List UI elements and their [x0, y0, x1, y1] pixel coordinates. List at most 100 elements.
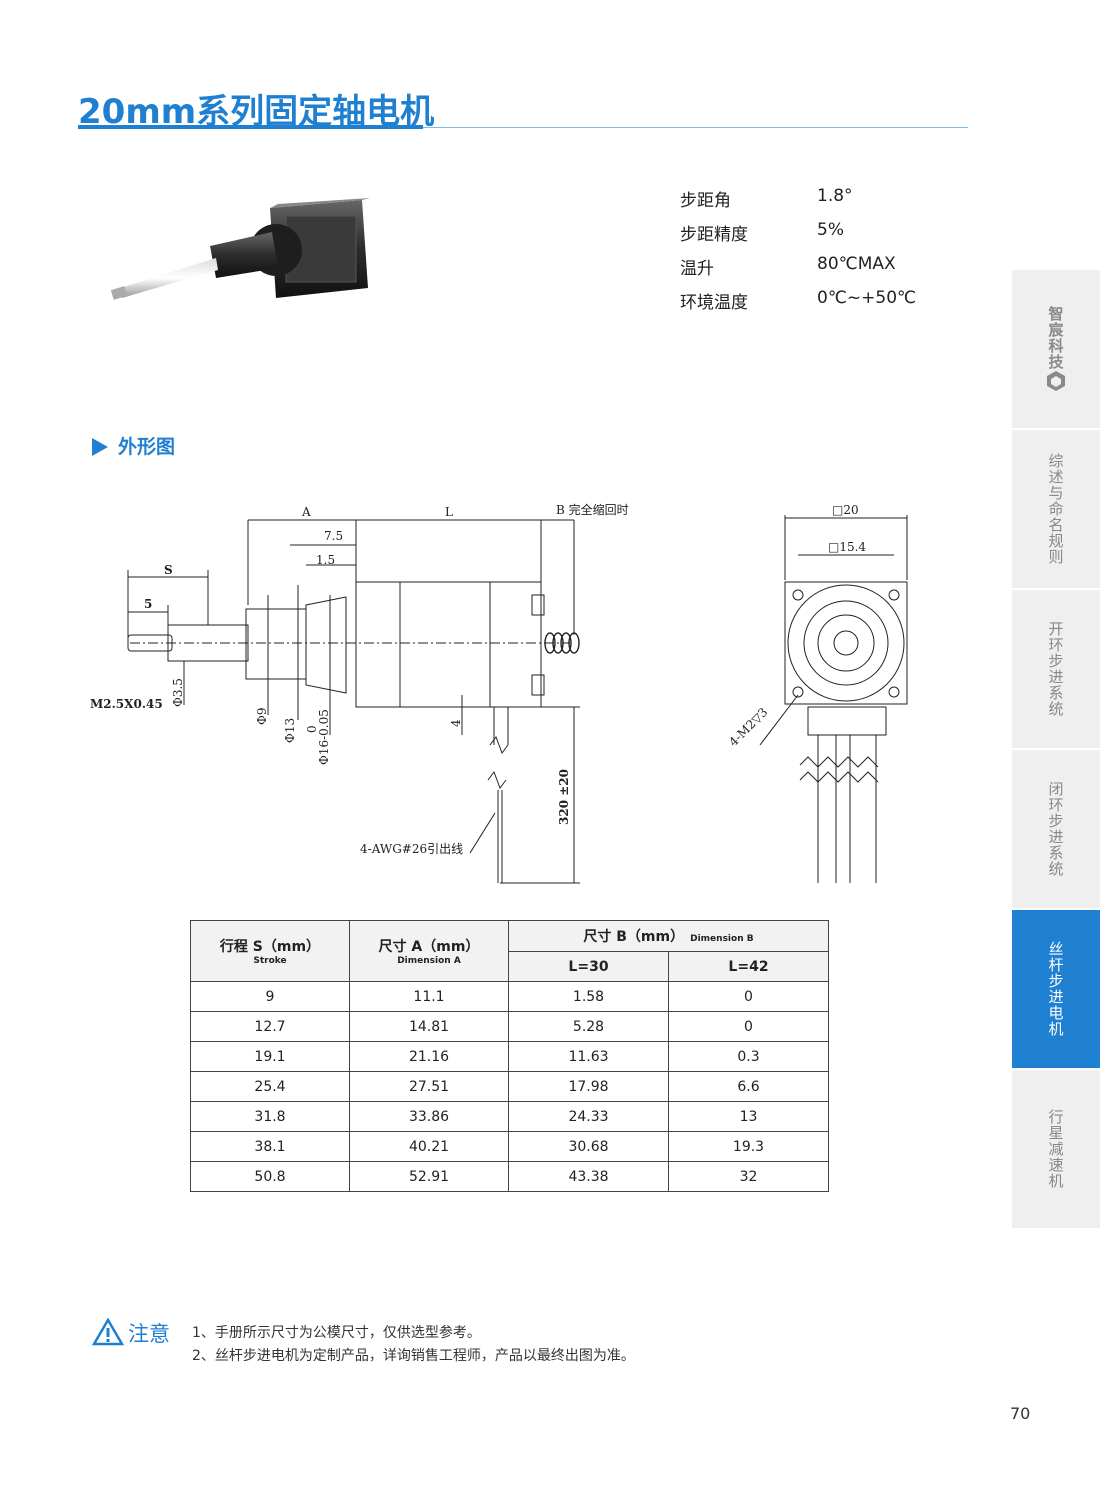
- play-triangle-icon: [92, 438, 108, 456]
- sidebar-nav: 智宸科技 综述与命名规则 开环步进系统 闭环步进系统 丝杆步进电机 行星减速机: [1012, 270, 1100, 1230]
- dim-4: 4: [449, 719, 463, 727]
- sidebar-item-label: 行星减速机: [1046, 1109, 1065, 1189]
- dim-1-5: 1.5: [316, 553, 335, 567]
- table-cell: 38.1: [190, 1131, 350, 1162]
- spec-value: 80℃MAX: [817, 254, 896, 274]
- table-cell: 33.86: [349, 1101, 509, 1132]
- outline-drawing: A L B 完全缩回时 7.5 1.5 S 5 M2.5X0.45 Φ3.5 Φ…: [90, 502, 908, 884]
- table-cell: 50.8: [190, 1161, 350, 1192]
- warning-icon: [92, 1318, 124, 1346]
- motor-photo: [110, 198, 370, 300]
- dim-sq20: □20: [832, 503, 859, 517]
- wire-label: 4-AWG#26引出线: [360, 842, 463, 856]
- dim-B: B 完全缩回时: [556, 502, 629, 517]
- table-cell: 27.51: [349, 1071, 509, 1102]
- spec-value: 0℃~+50℃: [817, 288, 917, 308]
- dimension-table: 行程 S（mm）Stroke 尺寸 A（mm）Dimension A 尺寸 B（…: [190, 920, 829, 1192]
- sidebar-item-label: 开环步进系统: [1046, 621, 1065, 717]
- table-cell: 11.1: [349, 981, 509, 1012]
- table-cell: 12.7: [190, 1011, 350, 1042]
- sidebar-item-label: 丝杆步进电机: [1046, 941, 1065, 1037]
- notes-label: 注意: [128, 1322, 170, 1346]
- col-dimA-sub: Dimension A: [397, 956, 461, 966]
- col-stroke-sub: Stroke: [253, 956, 287, 966]
- spec-label: 步距精度: [680, 225, 748, 245]
- table-cell: 0: [668, 1011, 829, 1042]
- table-cell: 24.33: [508, 1101, 669, 1132]
- table-cell: 0: [668, 981, 829, 1012]
- spec-value: 1.8°: [817, 186, 853, 206]
- table-cell: 32: [668, 1161, 829, 1192]
- dim-lead-length: 320 ±20: [557, 769, 571, 825]
- table-cell: 52.91: [349, 1161, 509, 1192]
- dim-phi-9: Φ9: [255, 708, 269, 725]
- title-rule: [78, 127, 968, 128]
- sidebar-item-closed-loop[interactable]: 闭环步进系统: [1012, 750, 1100, 908]
- table-cell: 5.28: [508, 1011, 669, 1042]
- spec-label: 步距角: [680, 191, 731, 211]
- dim-5: 5: [144, 597, 152, 611]
- table-cell: 11.63: [508, 1041, 669, 1072]
- table-cell: 43.38: [508, 1161, 669, 1192]
- spec-value: 5%: [817, 220, 844, 240]
- dim-7-5: 7.5: [324, 529, 343, 543]
- dim-sq15-4: □15.4: [828, 540, 866, 554]
- col-dimB-label: 尺寸 B（mm）: [583, 929, 685, 945]
- col-dimB-sub: Dimension B: [690, 934, 754, 944]
- dim-S: S: [164, 563, 173, 577]
- brand-name: 智宸科技: [1046, 306, 1065, 370]
- col-l30-header: L=30: [508, 951, 669, 982]
- dim-phi-16: Φ16-0.05: [317, 709, 331, 765]
- table-cell: 17.98: [508, 1071, 669, 1102]
- dim-A: A: [301, 505, 311, 519]
- table-cell: 31.8: [190, 1101, 350, 1132]
- col-dimA-label: 尺寸 A（mm）: [378, 939, 480, 955]
- table-cell: 0.3: [668, 1041, 829, 1072]
- table-cell: 1.58: [508, 981, 669, 1012]
- col-dimA-header: 尺寸 A（mm）Dimension A: [349, 920, 509, 982]
- table-cell: 40.21: [349, 1131, 509, 1162]
- table-cell: 19.3: [668, 1131, 829, 1162]
- sidebar-logo-tab[interactable]: 智宸科技: [1012, 270, 1100, 428]
- table-cell: 25.4: [190, 1071, 350, 1102]
- dim-L: L: [445, 505, 453, 519]
- sidebar-item-label: 综述与命名规则: [1046, 453, 1065, 565]
- spec-label: 环境温度: [680, 293, 748, 313]
- col-stroke-header: 行程 S（mm）Stroke: [190, 920, 350, 982]
- holes-label: 4-M2▽3: [726, 705, 770, 749]
- dim-tol-0: 0: [305, 725, 319, 733]
- section-title: 外形图: [118, 436, 176, 458]
- sidebar-item-open-loop[interactable]: 开环步进系统: [1012, 590, 1100, 748]
- table-cell: 6.6: [668, 1071, 829, 1102]
- table-cell: 14.81: [349, 1011, 509, 1042]
- col-l42-header: L=42: [668, 951, 829, 982]
- col-dimB-header: 尺寸 B（mm） Dimension B: [508, 920, 829, 952]
- col-stroke-label: 行程 S（mm）: [219, 939, 321, 955]
- table-cell: 30.68: [508, 1131, 669, 1162]
- table-cell: 19.1: [190, 1041, 350, 1072]
- table-cell: 13: [668, 1101, 829, 1132]
- thread-label: M2.5X0.45: [90, 697, 163, 711]
- sidebar-item-planetary[interactable]: 行星减速机: [1012, 1070, 1100, 1228]
- sidebar-item-label: 闭环步进系统: [1046, 781, 1065, 877]
- note-line: 2、丝杆步进电机为定制产品，详询销售工程师，产品以最终出图为准。: [192, 1348, 635, 1364]
- notes-lines: 1、手册所示尺寸为公模尺寸，仅供选型参考。 2、丝杆步进电机为定制产品，详询销售…: [192, 1322, 635, 1368]
- table-cell: 9: [190, 981, 350, 1012]
- table-cell: 21.16: [349, 1041, 509, 1072]
- page-number: 70: [1010, 1404, 1031, 1423]
- brand-logo-icon: [1047, 371, 1065, 391]
- note-line: 1、手册所示尺寸为公模尺寸，仅供选型参考。: [192, 1325, 481, 1341]
- dim-phi-13: Φ13: [283, 718, 297, 743]
- section-heading: 外形图: [92, 432, 175, 459]
- dim-phi-3-5: Φ3.5: [171, 678, 185, 707]
- sidebar-item-overview[interactable]: 综述与命名规则: [1012, 430, 1100, 588]
- spec-label: 温升: [680, 259, 714, 279]
- sidebar-item-lead-screw[interactable]: 丝杆步进电机: [1012, 910, 1100, 1068]
